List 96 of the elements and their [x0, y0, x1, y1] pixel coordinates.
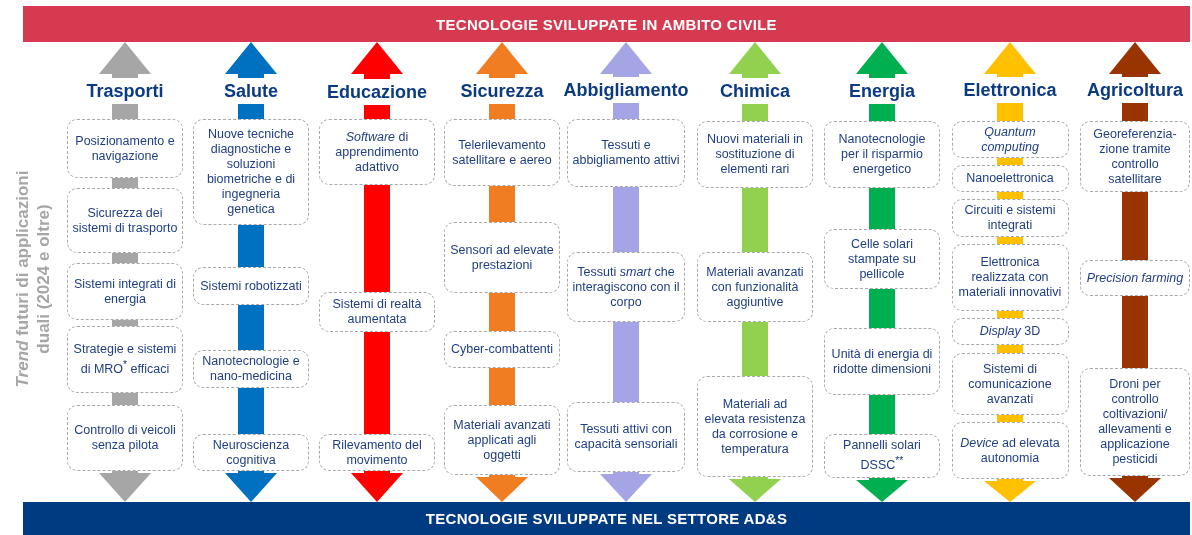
arrow	[984, 42, 1036, 77]
connector-bar	[742, 322, 768, 376]
connector-bar	[1122, 192, 1148, 260]
trend-box: Sistemi di realtà aumentata	[319, 292, 435, 332]
trend-box: Sistemi robotizzati	[193, 267, 309, 305]
trend-box: Materiali avanzati con funzionalità aggiuntive	[697, 252, 813, 322]
connector-bar	[742, 188, 768, 252]
trend-box: Rilevamento del movimento	[319, 434, 435, 471]
arrow	[225, 42, 277, 78]
connector-bar	[112, 178, 138, 188]
connector-bar	[1122, 296, 1148, 368]
connector-bar	[364, 105, 390, 119]
connector-bar	[869, 289, 895, 328]
connector-bar	[997, 103, 1023, 121]
arrow	[984, 479, 1036, 502]
arrow	[600, 472, 652, 502]
connector-bar	[997, 345, 1023, 353]
trend-box: Droni per controllo coltivazioni/ allevamenti e applicazione pesticidi	[1080, 368, 1190, 476]
column-heading: Chimica	[693, 78, 817, 104]
connector-bar	[869, 104, 895, 121]
arrow	[476, 475, 528, 502]
column-heading: Sicurezza	[440, 78, 564, 104]
trend-box: Tessuti e abbigliamento attivi	[567, 119, 685, 187]
column-heading: Trasporti	[63, 78, 187, 104]
trend-box: Cyber-combattenti	[444, 331, 560, 368]
trend-box: Posizionamento e navigazione	[67, 119, 183, 178]
column-heading: Agricoltura	[1073, 77, 1192, 103]
connector-bar	[613, 187, 639, 252]
connector-bar	[997, 237, 1023, 244]
trend-box: Nuove tecniche diagnostiche e soluzioni biometriche e di ingegneria genetica	[193, 119, 309, 225]
connector-bar	[112, 393, 138, 405]
trend-box: Georeferenzia-zione tramite controllo satellitare	[1080, 121, 1190, 192]
connector-bar	[489, 293, 515, 331]
trend-box: Nanotecnologie per il risparmio energetico	[824, 121, 940, 188]
trend-box: Sensori ad elevate prestazioni	[444, 222, 560, 293]
trend-box: Circuiti e sistemi integrati	[951, 199, 1069, 237]
connector-bar	[997, 158, 1023, 165]
arrow	[856, 478, 908, 502]
arrow	[1109, 476, 1161, 502]
arrow	[99, 42, 151, 78]
connector-bar	[997, 415, 1023, 422]
connector-bar	[742, 104, 768, 121]
arrow	[1109, 42, 1161, 77]
connector-bar	[489, 104, 515, 119]
trend-box: Display 3D	[951, 318, 1069, 345]
arrow	[351, 42, 403, 79]
trend-box: Unità di energia di ridotte dimensioni	[824, 328, 940, 395]
bottom-banner: TECNOLOGIE SVILUPPATE NEL SETTORE AD&S	[23, 502, 1190, 535]
arrow	[729, 42, 781, 78]
connector-bar	[997, 192, 1023, 199]
trend-box: Tessuti attivi con capacità sensoriali	[567, 402, 685, 472]
trend-box: Nanoelettronica	[951, 165, 1069, 192]
connector-bar	[112, 253, 138, 263]
column-heading: Elettronica	[948, 77, 1072, 103]
arrow	[729, 477, 781, 502]
connector-bar	[869, 188, 895, 229]
arrow	[600, 42, 652, 77]
trend-box: Sicurezza dei sistemi di trasporto	[67, 188, 183, 253]
column-heading: Salute	[189, 78, 313, 104]
connector-bar	[238, 305, 264, 350]
arrow	[225, 471, 277, 502]
trend-box: Device ad elevata autonomia	[951, 422, 1069, 479]
column-heading: Abbigliamento	[564, 77, 688, 103]
trend-box: Sistemi integrati di energia	[67, 263, 183, 320]
column-heading: Educazione	[315, 79, 439, 105]
trend-box: Tessuti smart che interagiscono con il corpo	[567, 252, 685, 322]
trend-box: Neuroscienza cognitiva	[193, 434, 309, 471]
trend-box: Quantum computing	[951, 121, 1069, 158]
trend-box: Nuovi materiali in sostituzione di elementi rari	[697, 121, 813, 188]
connector-bar	[1122, 103, 1148, 121]
connector-bar	[112, 320, 138, 326]
top-banner: TECNOLOGIE SVILUPPATE IN AMBITO CIVILE	[23, 6, 1190, 42]
connector-bar	[112, 104, 138, 119]
connector-bar	[489, 186, 515, 222]
connector-bar	[238, 104, 264, 119]
column-heading: Energia	[820, 78, 944, 104]
trend-box: Telerilevamento satellitare e aereo	[444, 119, 560, 186]
connector-bar	[238, 225, 264, 267]
arrow	[99, 471, 151, 502]
arrow	[476, 42, 528, 78]
trend-box: Materiali avanzati applicati agli oggetti	[444, 405, 560, 475]
connector-bar	[364, 185, 390, 292]
connector-bar	[997, 311, 1023, 318]
trend-box: Pannelli solari DSSC$^{**}$	[824, 434, 940, 478]
arrow	[351, 471, 403, 502]
trend-box: Precision farming	[1080, 260, 1190, 296]
trend-box: Elettronica realizzata con materiali innovativi	[951, 244, 1069, 311]
arrow	[856, 42, 908, 78]
trend-box: Sistemi di comunicazione avanzati	[951, 353, 1069, 415]
trend-box: Strategie e sistemi di MRO$^{*}$ efficaci	[67, 326, 183, 393]
connector-bar	[613, 103, 639, 119]
trend-box: Celle solari stampate su pellicole	[824, 229, 940, 289]
trend-box: Nanotecnologie e nano-medicina	[193, 350, 309, 388]
trend-box: Software di apprendimento adattivo	[319, 119, 435, 185]
trend-box: Materiali ad elevata resistenza da corrosione e temperatura	[697, 376, 813, 477]
trend-box: Controllo di veicoli senza pilota	[67, 405, 183, 471]
